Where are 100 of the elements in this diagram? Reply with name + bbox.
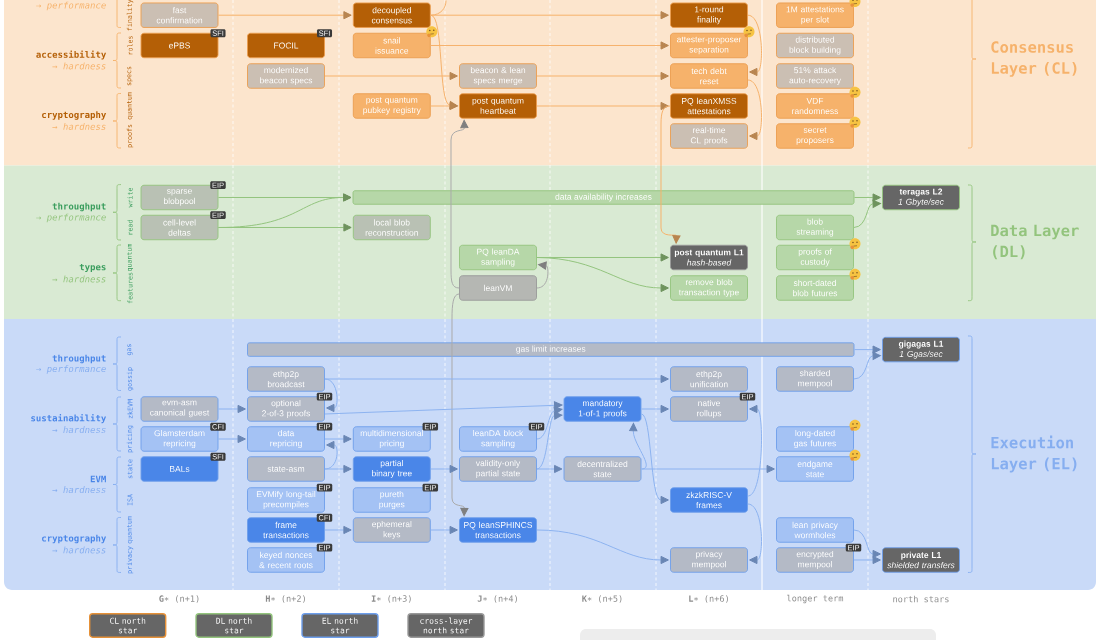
column-header: L∗ (n+6)	[689, 595, 728, 603]
arrow	[324, 434, 352, 444]
column-header: north stars	[893, 595, 949, 603]
item-box: leanVM	[459, 275, 537, 301]
column-header: K∗ (n+5)	[582, 595, 622, 603]
item-box: remove blob transaction type	[670, 275, 748, 301]
goal-label: → hardness	[52, 546, 106, 554]
timeline-bar: gas limit increases	[247, 342, 855, 357]
goal-label: → performance	[36, 365, 106, 374]
category-label: EVM	[90, 475, 106, 483]
arrow	[747, 503, 762, 565]
arrow	[640, 404, 669, 414]
item-box: VDF randomness	[776, 93, 854, 119]
item-box: validity-only partial state	[459, 456, 537, 482]
item-box: endgame state	[776, 456, 854, 482]
item-box: state-asm	[247, 456, 325, 482]
legend-box: cross-layer north star	[407, 613, 485, 638]
arrow	[853, 199, 881, 228]
column-header: H∗ (n+2)	[265, 595, 305, 603]
arrow	[430, 464, 458, 474]
arrow	[430, 11, 669, 20]
goal-label: → performance	[36, 213, 106, 223]
item-box: lean privacy wormholes	[776, 517, 854, 543]
arrow	[853, 351, 881, 380]
arrow	[324, 374, 669, 384]
column-header: I∗ (n+3)	[371, 595, 411, 603]
item-box: PQ leanDA sampling	[459, 244, 537, 271]
item-box: 1-round finality	[670, 2, 748, 28]
column-header: longer term	[787, 594, 844, 604]
item-box: PQ leanXMSS attestations	[670, 93, 748, 119]
arrow	[536, 464, 563, 474]
arrow	[747, 79, 762, 141]
goal-label: → hardness	[52, 123, 106, 130]
item-box: 51% attack auto-recovery	[776, 63, 854, 89]
category-label: throughput	[52, 354, 106, 364]
item-box: privacy mempool	[670, 547, 748, 573]
arrow	[430, 41, 669, 50]
item-box: fast confirmation	[140, 2, 219, 28]
arrow	[217, 434, 246, 444]
arrow	[430, 101, 458, 111]
arrow	[853, 345, 881, 354]
arrow	[217, 223, 352, 232]
goal-label: → hardness	[52, 486, 106, 494]
arrow	[640, 413, 669, 505]
item-box: beacon & lean specs merge	[459, 63, 537, 89]
item-box: secret proposers	[776, 123, 854, 149]
arrow	[640, 464, 775, 474]
item-box: post quantum pubkey registry	[352, 93, 431, 119]
timeline-bar: data availability increases	[352, 190, 855, 205]
arrow	[536, 411, 563, 470]
arrow	[536, 101, 669, 111]
item-box: post quantum heartbeat	[459, 93, 537, 119]
arrow	[324, 71, 458, 81]
arrow	[853, 529, 881, 559]
arrow	[853, 555, 881, 565]
column-header: G∗ (n+1)	[159, 595, 199, 603]
legend-box: DL north star	[195, 613, 273, 638]
item-box: short-dated blob futures	[776, 275, 854, 301]
arrow	[747, 14, 762, 77]
item-box: distributed block building	[776, 32, 854, 59]
arrow	[217, 404, 246, 414]
item-box: blob streaming	[776, 214, 854, 241]
category-label: throughput	[52, 202, 106, 212]
goal-label: → hardness	[52, 275, 106, 283]
goal-label: → hardness	[52, 62, 106, 70]
item-box: ethp2p unification	[670, 366, 748, 392]
arrow	[451, 293, 469, 517]
category-label: cryptography	[42, 534, 107, 544]
item-box: zkzkRISC-V frames	[670, 487, 748, 513]
legend-box: EL north star	[301, 613, 379, 638]
arrow	[430, 525, 458, 535]
item-box: mandatory 1-of-1 proofs	[563, 396, 642, 422]
arrow	[217, 11, 352, 20]
column-header: J∗ (n+4)	[477, 595, 517, 603]
item-box: 1M attestations per slot	[776, 2, 854, 28]
arrow	[660, 105, 681, 244]
category-label: cryptography	[42, 111, 107, 120]
item-box: decentralized state	[563, 456, 642, 482]
category-label: sustainability	[31, 414, 107, 424]
item-box: real-time CL proofs	[670, 123, 748, 149]
item-box: snail issuance	[352, 32, 431, 59]
arrow	[536, 529, 669, 565]
category-label: types	[79, 263, 106, 273]
goal-label: → hardness	[52, 426, 106, 434]
arrow	[536, 257, 669, 293]
item-box: PQ leanSPHINCS transactions	[459, 517, 537, 543]
item-box: attester-proposer separation	[670, 32, 748, 59]
arrow	[450, 119, 469, 289]
arrow	[536, 406, 563, 440]
item-box: tech debt reset	[670, 63, 748, 89]
arrow	[536, 261, 549, 289]
item-box: ephemeral keys	[352, 517, 431, 543]
arrow	[324, 525, 352, 535]
arrow	[324, 464, 352, 474]
arrow	[324, 440, 338, 470]
item-box: decoupled consensus	[352, 2, 431, 28]
arrow	[853, 193, 881, 202]
arrow	[629, 422, 647, 470]
arrow	[536, 71, 669, 81]
arrow	[324, 401, 563, 415]
